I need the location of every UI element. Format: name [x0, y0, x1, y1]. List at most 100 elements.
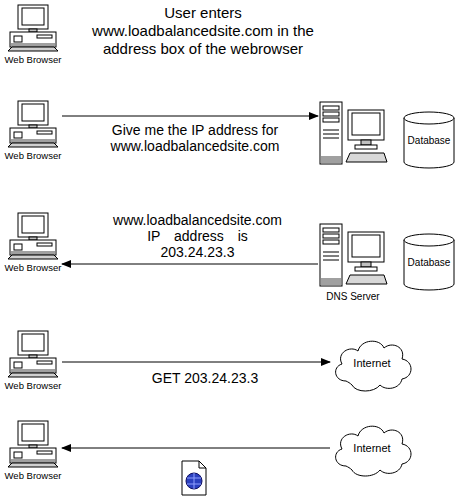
icon-part — [22, 104, 44, 121]
icon-part — [18, 101, 48, 125]
icon-part — [22, 334, 44, 351]
icon-part — [320, 224, 342, 286]
database-node: Database — [402, 232, 456, 292]
database-node: Database — [402, 110, 456, 170]
server-icon — [318, 100, 388, 166]
icon-part — [323, 252, 339, 260]
message-label: www.loadbalancedsite.com IP address is 2… — [110, 212, 285, 260]
icon-part — [18, 213, 48, 237]
computer-icon — [8, 420, 58, 468]
icon-caption: Web Browser — [0, 381, 72, 391]
icon-part — [37, 243, 52, 246]
icon-part — [14, 36, 22, 42]
icon-part — [10, 358, 56, 373]
icon-part — [323, 118, 339, 122]
icon-part — [11, 43, 55, 46]
icon-part — [320, 102, 342, 164]
message-label: Give me the IP address for www.loadbalan… — [105, 122, 285, 154]
icon-part — [18, 5, 48, 29]
icon-part — [11, 139, 55, 142]
server-icon — [318, 222, 388, 288]
icon-part — [346, 275, 387, 284]
icon-part — [22, 424, 44, 441]
icon-part — [348, 232, 384, 262]
message-arrow — [62, 116, 318, 117]
server-node: DNS Server — [318, 222, 388, 304]
icon-caption: Web Browser — [0, 471, 72, 481]
icon-part — [8, 47, 58, 51]
icon-part — [22, 8, 44, 25]
icon-part — [8, 463, 58, 467]
icon-part — [10, 240, 56, 255]
icon-part — [355, 267, 377, 271]
icon-part — [323, 112, 339, 116]
page-fold — [199, 461, 206, 468]
icon-part — [14, 132, 22, 138]
icon-part — [11, 459, 55, 462]
icon-caption: Web Browser — [0, 263, 72, 273]
icon-part — [10, 32, 56, 47]
icon-part — [11, 369, 55, 372]
globe-mark — [186, 473, 202, 489]
browser-node: Web Browser — [4, 420, 62, 484]
shape-label: Database — [392, 257, 466, 268]
page-outline — [182, 461, 206, 495]
icon-part — [10, 448, 56, 463]
message-arrow — [62, 362, 330, 363]
icon-part — [348, 110, 384, 140]
icon-part — [14, 244, 22, 250]
computer-icon — [8, 100, 58, 148]
shape-label: Internet — [320, 357, 424, 369]
browser-node: Web Browser — [4, 330, 62, 394]
cloud-node: Internet — [330, 418, 414, 480]
message-arrow — [62, 264, 318, 265]
icon-part — [346, 153, 387, 162]
icon-part — [323, 240, 339, 244]
document-icon — [180, 460, 208, 496]
icon-part — [352, 235, 380, 257]
icon-part — [8, 143, 58, 147]
icon-part — [18, 421, 48, 445]
icon-caption: Web Browser — [0, 151, 72, 161]
icon-caption: DNS Server — [308, 291, 398, 302]
message-label: GET 203.24.23.3 — [130, 370, 280, 386]
icon-part — [404, 234, 454, 246]
icon-part — [14, 362, 22, 368]
computer-icon — [8, 330, 58, 378]
shape-label: Internet — [320, 442, 424, 454]
message-arrow — [62, 448, 330, 449]
icon-part — [37, 35, 52, 38]
browser-node: Web Browser — [4, 100, 62, 164]
icon-part — [37, 131, 52, 134]
icon-part — [22, 216, 44, 233]
icon-part — [321, 156, 341, 163]
icon-part — [361, 140, 371, 145]
icon-part — [323, 130, 339, 138]
icon-caption: Web Browser — [0, 55, 72, 65]
cloud-node: Internet — [330, 333, 414, 395]
icon-part — [404, 112, 454, 124]
step-note: User enters www.loadbalancedsite.com in … — [72, 4, 334, 58]
icon-part — [10, 128, 56, 143]
icon-part — [323, 228, 339, 232]
icon-part — [361, 262, 371, 267]
icon-part — [11, 251, 55, 254]
icon-part — [323, 106, 339, 110]
icon-part — [37, 451, 52, 454]
icon-part — [321, 278, 341, 285]
icon-part — [37, 361, 52, 364]
browser-node: Web Browser — [4, 4, 62, 68]
icon-part — [352, 113, 380, 135]
computer-icon — [8, 212, 58, 260]
icon-part — [14, 452, 22, 458]
icon-part — [18, 331, 48, 355]
server-node — [318, 100, 388, 166]
icon-part — [8, 255, 58, 259]
browser-node: Web Browser — [4, 212, 62, 276]
icon-part — [355, 145, 377, 149]
globe-lines — [187, 473, 201, 489]
icon-part — [323, 234, 339, 238]
shape-label: Database — [392, 135, 466, 146]
icon-part — [8, 373, 58, 377]
computer-icon — [8, 4, 58, 52]
